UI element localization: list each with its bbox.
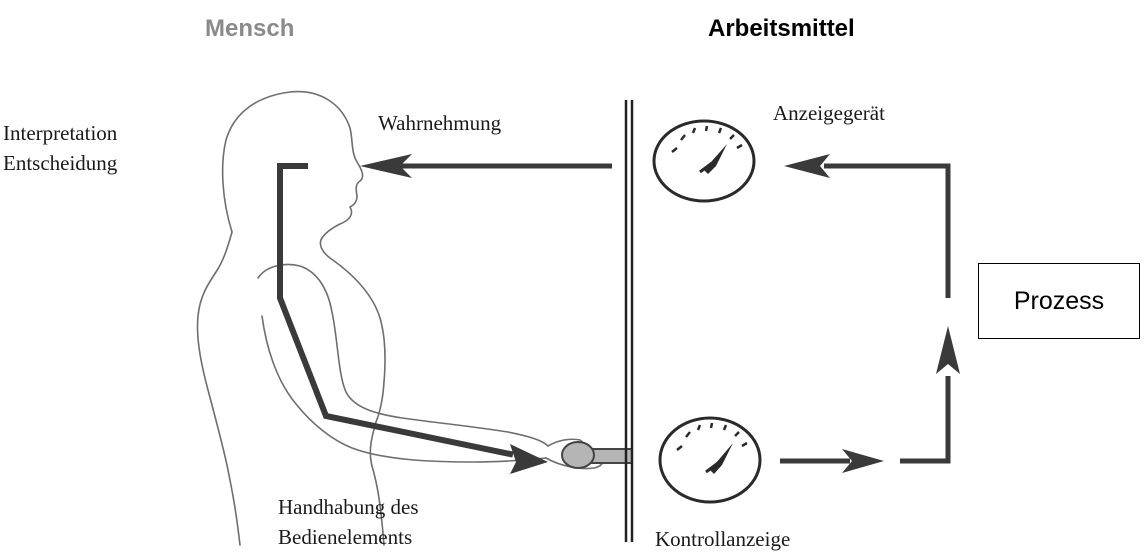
perception-label: Wahrnehmung xyxy=(378,110,501,137)
process-box: Prozess xyxy=(978,263,1140,339)
control-gauge-icon xyxy=(660,418,760,502)
control-display-label: Kontrollanzeige xyxy=(655,526,790,553)
display-device-label: Anzeigegerät xyxy=(773,100,885,127)
interpretation-label: Interpretation xyxy=(3,120,117,147)
loop-arrowhead-left xyxy=(784,154,830,178)
loop-arrowhead-up xyxy=(936,326,960,374)
perception-arrow xyxy=(360,154,612,178)
control-knob-icon xyxy=(562,442,632,468)
feedback-loop xyxy=(780,166,948,461)
equipment-header: Arbeitsmittel xyxy=(708,15,855,43)
handling-label-line2: Bedienelements xyxy=(278,524,412,551)
process-label: Prozess xyxy=(979,264,1139,338)
human-header: Mensch xyxy=(205,15,294,43)
gauge-dial-icon xyxy=(654,121,754,201)
handling-label-line1: Handhabung des xyxy=(278,494,419,521)
decision-label: Entscheidung xyxy=(3,150,117,177)
interface-divider xyxy=(626,100,632,542)
processing-path xyxy=(280,166,510,454)
